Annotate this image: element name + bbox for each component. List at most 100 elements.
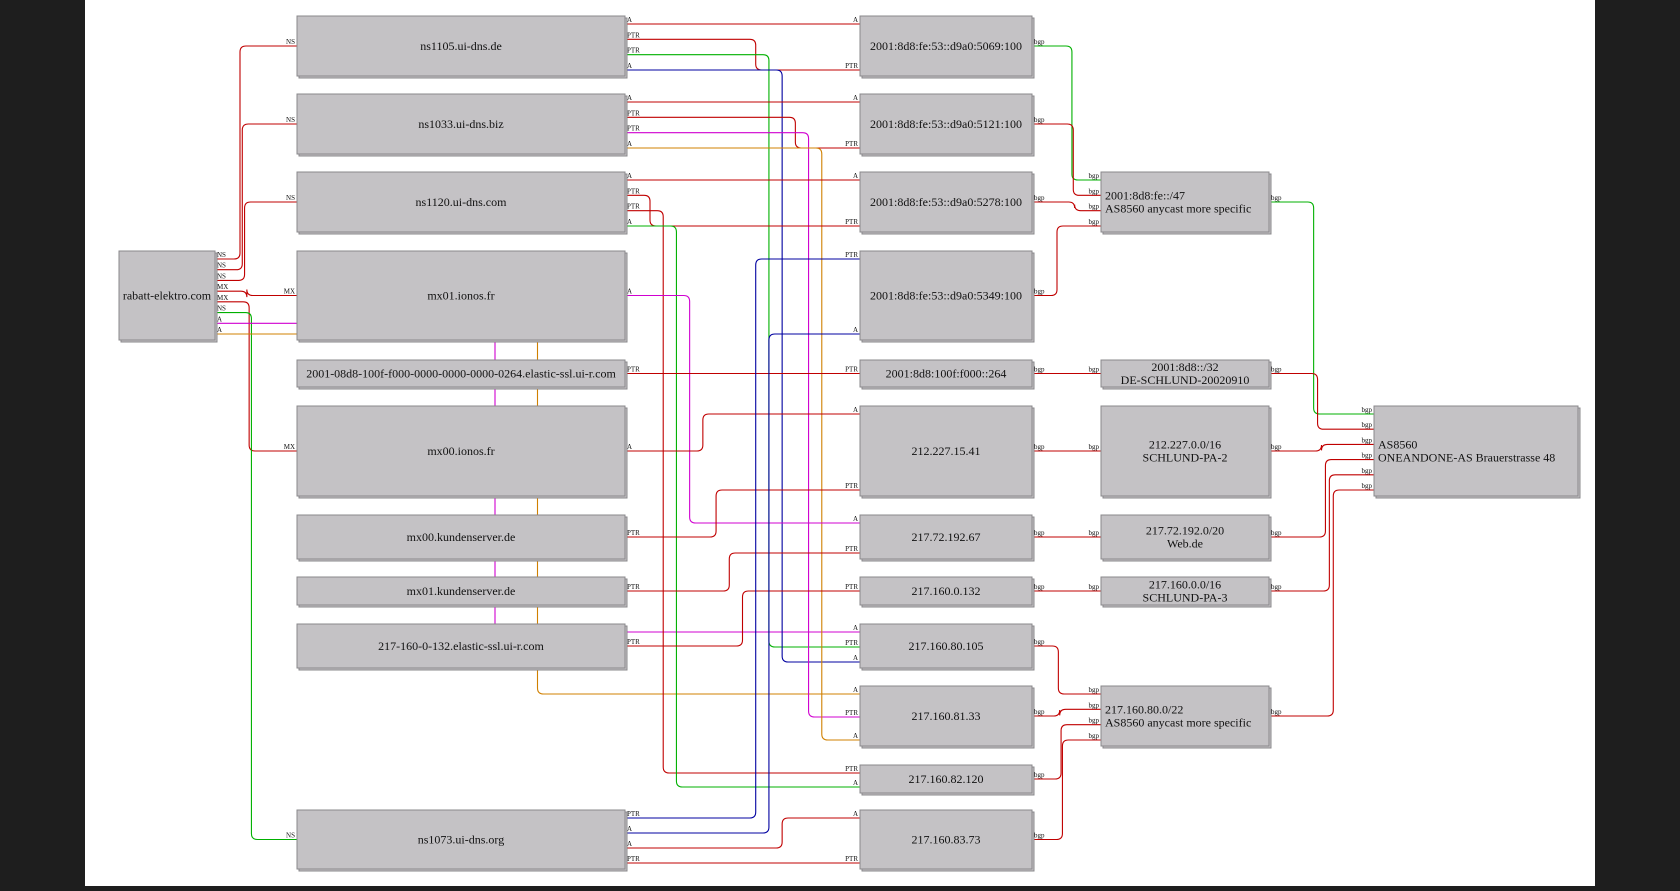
- node-ip81_33[interactable]: 217.160.81.33: [859, 685, 1035, 749]
- edge-target-port-label: A: [853, 94, 858, 102]
- edge-rabatt-to-ns1120: NS NS: [215, 194, 297, 281]
- node-ip264[interactable]: 2001:8d8:100f:f000::264: [859, 359, 1035, 390]
- node-mx00io[interactable]: mx00.ionos.fr: [296, 405, 628, 499]
- edge-line: [1032, 123, 1101, 196]
- edge-mx00io-to-ip15_41: AA: [625, 406, 860, 452]
- edge-target-port-label: A: [853, 686, 858, 694]
- node-box: [296, 576, 626, 606]
- node-box: [859, 576, 1033, 606]
- edge-target-port-label: NS: [286, 194, 295, 202]
- edge-target-port-label: A: [853, 732, 858, 740]
- edge-source-port-label: bgp: [1271, 366, 1282, 374]
- node-box: [859, 15, 1033, 77]
- node-label-line: ns1033.ui-dns.biz: [418, 117, 503, 131]
- node-ns1073[interactable]: ns1073.ui-dns.org: [296, 809, 628, 872]
- edge-line: [215, 123, 297, 271]
- node-box: [1100, 359, 1270, 388]
- node-ns1120[interactable]: ns1120.ui-dns.com: [296, 171, 628, 235]
- node-ip192_67[interactable]: 217.72.192.67: [859, 514, 1035, 562]
- node-label-line: 2001:8d8:fe::/47: [1105, 189, 1185, 203]
- node-label-line: 2001:8d8:fe:53::d9a0:5069:100: [870, 39, 1022, 53]
- edge-source-port-label: bgp: [1034, 583, 1045, 591]
- edge-ns1120-to-ip82_120: PTR PTR: [625, 203, 860, 774]
- node-ip15_41[interactable]: 212.227.15.41: [859, 405, 1035, 499]
- nodes-layer: rabatt-elektro.com ns1105.ui-dns.de ns1033…: [118, 15, 1581, 872]
- node-elastic4[interactable]: 217-160-0-132.elastic-ssl.ui-r.com: [296, 623, 628, 671]
- node-mx00ks[interactable]: mx00.kundenserver.de: [296, 514, 628, 562]
- edge-source-port-label: bgp: [1271, 529, 1282, 537]
- node-ip80_105[interactable]: 217.160.80.105: [859, 623, 1035, 671]
- node-ip5121[interactable]: 2001:8d8:fe:53::d9a0:5121:100: [859, 93, 1035, 157]
- node-label-line: mx00.kundenserver.de: [407, 530, 516, 544]
- node-label-line: 212.227.15.41: [912, 444, 981, 458]
- edge-target-port-label: PTR: [845, 639, 858, 647]
- edge-target-port-label: A: [853, 624, 858, 632]
- node-ns1033[interactable]: ns1033.ui-dns.biz: [296, 93, 628, 157]
- node-elastic6[interactable]: 2001-08d8-100f-f000-0000-0000-0000-0264.…: [296, 359, 628, 390]
- edge-source-port-label: bgp: [1271, 583, 1282, 591]
- edge-target-port-label: PTR: [845, 140, 858, 148]
- node-mx01io[interactable]: mx01.ionos.fr: [296, 250, 628, 343]
- node-label-line: ONEANDONE-AS Brauerstrasse 48: [1378, 451, 1555, 465]
- edge-source-port-label: PTR: [627, 47, 640, 55]
- node-box: [1100, 514, 1270, 560]
- edge-ns1120-to-ip82_120: AA: [625, 218, 860, 788]
- edge-line: [625, 817, 860, 849]
- edge-target-port-label: NS: [286, 38, 295, 46]
- node-label-line: ns1073.ui-dns.org: [418, 833, 504, 847]
- node-ip5349[interactable]: 2001:8d8:fe:53::d9a0:5349:100: [859, 250, 1035, 343]
- edge-target-port-label: PTR: [845, 855, 858, 863]
- node-ip83_73[interactable]: 217.160.83.73: [859, 809, 1035, 872]
- edge-target-port-label: PTR: [845, 765, 858, 773]
- edge-line: [1269, 443, 1374, 452]
- node-ip82_120[interactable]: 217.160.82.120: [859, 764, 1035, 796]
- edge-line: [215, 312, 297, 841]
- node-ip0_132[interactable]: 217.160.0.132: [859, 576, 1035, 608]
- edge-source-port-label: PTR: [627, 855, 640, 863]
- edge-line: [1032, 645, 1101, 695]
- node-ns1105[interactable]: ns1105.ui-dns.de: [296, 15, 628, 79]
- edge-target-port-label: A: [853, 654, 858, 662]
- node-label-line: AS8560 anycast more specific: [1105, 716, 1251, 730]
- node-label-line: mx01.kundenserver.de: [407, 584, 516, 598]
- node-label-line: 212.227.0.0/16: [1149, 438, 1221, 452]
- node-ip5069[interactable]: 2001:8d8:fe:53::d9a0:5069:100: [859, 15, 1035, 79]
- edge-line: [1032, 45, 1101, 181]
- node-box: [1100, 171, 1270, 233]
- node-label-line: 217.160.83.73: [912, 833, 981, 847]
- node-mx01ks[interactable]: mx01.kundenserver.de: [296, 576, 628, 608]
- edge-ns1033-to-ip81_33: PTR PTR: [625, 125, 860, 718]
- edge-target-port-label: PTR: [845, 709, 858, 717]
- node-ip5278[interactable]: 2001:8d8:fe:53::d9a0:5278:100: [859, 171, 1035, 235]
- node-label-line: mx01.ionos.fr: [427, 289, 494, 303]
- edge-line: [1032, 201, 1101, 212]
- edge-target-port-label: A: [853, 172, 858, 180]
- node-label-line: SCHLUND-PA-3: [1143, 591, 1228, 605]
- edge-source-port-label: bgp: [1271, 194, 1282, 202]
- node-rabatt[interactable]: rabatt-elektro.com: [118, 250, 218, 343]
- edge-source-port-label: A: [627, 140, 632, 148]
- edge-source-port-label: A: [627, 94, 632, 102]
- edge-target-port-label: A: [853, 810, 858, 818]
- edge-source-port-label: NS: [217, 251, 226, 259]
- edge-source-port-label: bgp: [1034, 288, 1045, 296]
